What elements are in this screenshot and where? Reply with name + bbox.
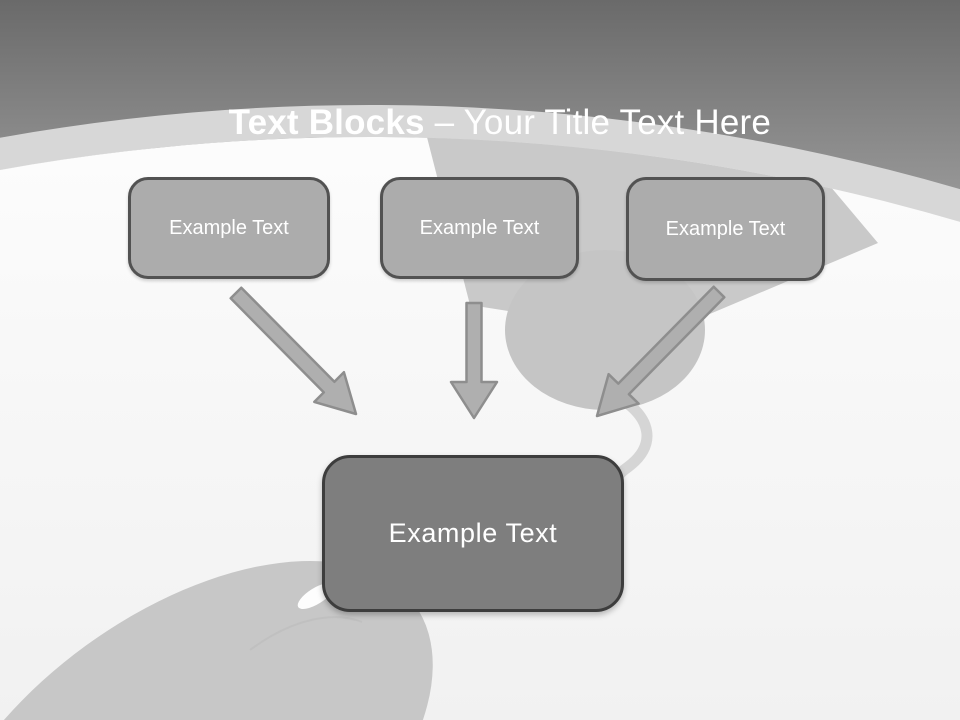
result-block[interactable]: Example Text [322,455,624,612]
text-block-1[interactable]: Example Text [128,177,330,279]
background-photo-dome [505,250,705,410]
slide-title-rest: – Your Title Text Here [424,103,772,142]
slide-title-bold: Text Blocks [228,103,425,142]
text-block-2[interactable]: Example Text [380,177,579,279]
arrow-down-left-icon [595,285,726,418]
arrow-down-icon [449,301,499,420]
text-block-3[interactable]: Example Text [626,177,825,281]
result-block-label: Example Text [388,518,558,548]
text-block-3-label: Example Text [665,217,786,240]
text-block-1-label: Example Text [169,216,289,239]
mouse-seam [249,616,363,651]
text-block-2-label: Example Text [419,216,540,239]
background-mouse [0,560,433,720]
slide-title: Text Blocks – Your Title Text Here [0,54,960,192]
header-arc-band [0,105,960,224]
arrow-down-right-icon [229,286,358,416]
